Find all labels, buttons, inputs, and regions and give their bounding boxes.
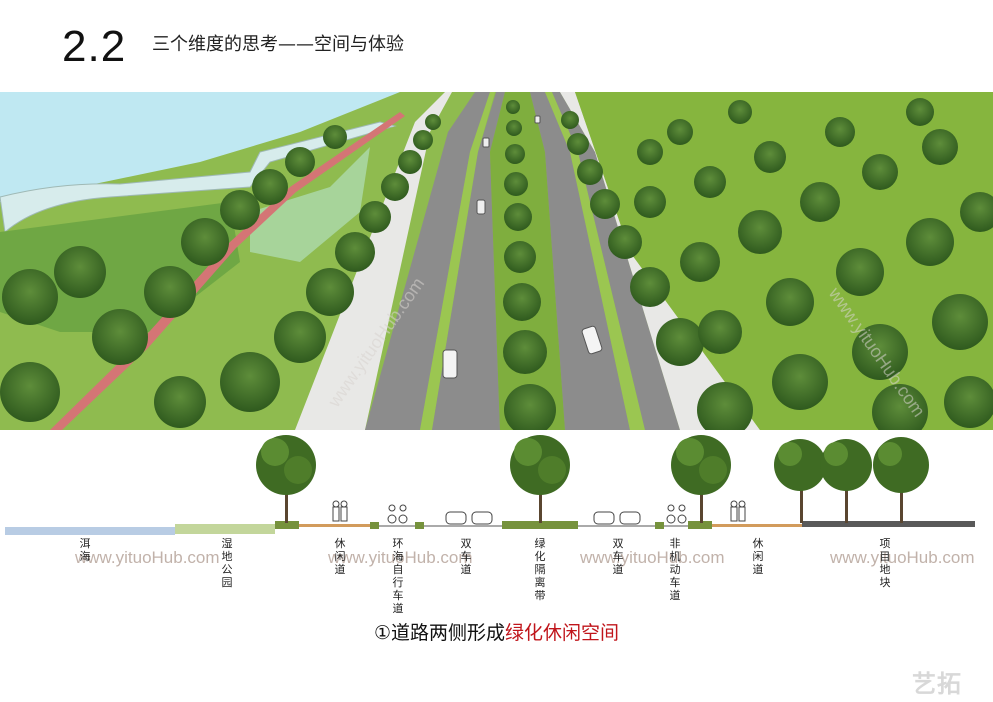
label-plot: 项目地块 <box>879 537 891 589</box>
aerial-rendering-image <box>0 92 993 430</box>
section-title: 三个维度的思考——空间与体验 <box>152 34 404 55</box>
caption-highlight: 绿化休闲空间 <box>505 622 620 644</box>
label-leisure-right: 休闲道 <box>752 537 764 576</box>
label-lanes-left: 双车道 <box>460 537 472 576</box>
road-cross-section: www.yituoHub.com www.yituoHub.com www.yi… <box>0 430 993 630</box>
watermark: www.yituoHub.com <box>75 548 220 567</box>
wetland-band <box>175 524 275 534</box>
label-erhai: 洱海 <box>79 537 91 563</box>
label-median: 绿化隔离带 <box>534 537 546 602</box>
water-band <box>5 527 175 535</box>
label-nonmotor: 非机动车道 <box>669 537 681 602</box>
watermark: www.yituoHub.com <box>830 548 975 567</box>
label-lanes-right: 双车道 <box>612 537 624 576</box>
watermark: www.yituoHub.com <box>580 548 725 567</box>
label-wetland: 湿地公园 <box>221 537 233 589</box>
caption: ①道路两侧形成绿化休闲空间 <box>0 618 993 645</box>
cross-section-drawing <box>5 435 975 535</box>
brand-logo: 艺拓 <box>912 670 962 698</box>
label-bike-lane: 环海自行车道 <box>392 537 404 615</box>
watermark: www.yituoHub.com <box>328 548 473 567</box>
aerial-rendering: www.yituoHub.com www.yituoHub.com <box>0 92 993 430</box>
section-number: 2.2 <box>62 22 127 71</box>
caption-prefix: ①道路两侧形成 <box>373 622 506 644</box>
label-leisure-left: 休闲道 <box>334 537 346 576</box>
